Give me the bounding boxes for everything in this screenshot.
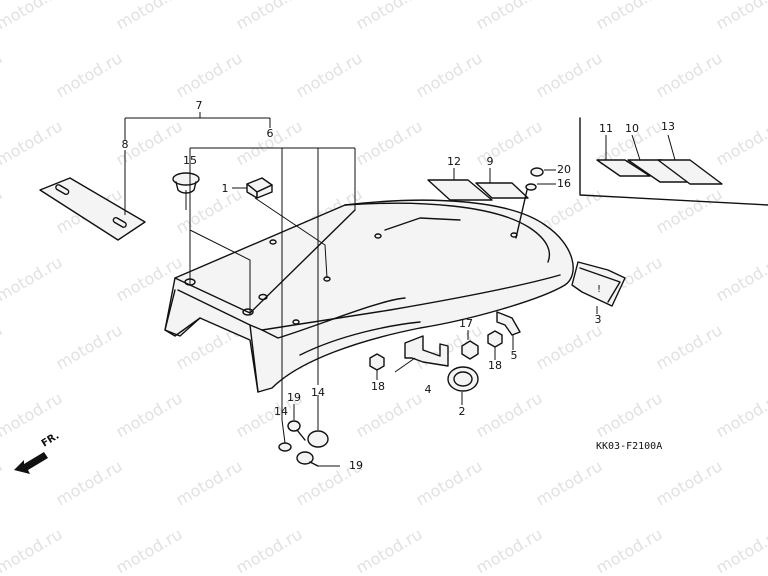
plate-8 bbox=[39, 177, 146, 241]
watermark-text: motod.ru bbox=[473, 116, 546, 169]
callout-13: 13 bbox=[661, 120, 675, 133]
washer-14-left bbox=[278, 442, 292, 452]
watermark-text: motod.ru bbox=[0, 524, 66, 576]
watermark-text: motod.ru bbox=[53, 456, 126, 509]
callout-5: 5 bbox=[511, 349, 518, 362]
callout-16: 16 bbox=[557, 177, 571, 190]
watermark-text: motod.ru bbox=[173, 456, 246, 509]
watermark-text: motod.ru bbox=[0, 184, 6, 237]
watermark-text: motod.ru bbox=[653, 456, 726, 509]
watermark-text: motod.ru bbox=[713, 252, 768, 305]
watermark-text: motod.ru bbox=[353, 388, 426, 441]
watermark-text: motod.ru bbox=[653, 48, 726, 101]
watermark-text: motod.ru bbox=[113, 524, 186, 576]
callout-4: 4 bbox=[425, 383, 432, 396]
callout-labels: 7 8 6 15 1 12 9 20 16 11 10 13 3 17 5 18… bbox=[122, 99, 676, 472]
callout-15: 15 bbox=[183, 154, 197, 167]
callout-11: 11 bbox=[599, 122, 613, 135]
callout-18-right: 18 bbox=[488, 359, 502, 372]
diagram-code: KK03-F2100A bbox=[596, 441, 662, 452]
callout-14-right: 14 bbox=[311, 386, 325, 399]
watermark-text: motod.ru bbox=[413, 48, 486, 101]
watermark-text: motod.ru bbox=[53, 320, 126, 373]
watermark-text: motod.ru bbox=[653, 184, 726, 237]
watermark-text: motod.ru bbox=[113, 388, 186, 441]
watermark-text: motod.ru bbox=[0, 0, 66, 33]
watermark-text: motod.ru bbox=[233, 116, 306, 169]
lamp-2 bbox=[447, 366, 479, 392]
watermark-text: motod.ru bbox=[173, 48, 246, 101]
watermark-text: motod.ru bbox=[713, 0, 768, 33]
callout-20: 20 bbox=[557, 163, 571, 176]
watermark-text: motod.ru bbox=[533, 48, 606, 101]
callout-3: 3 bbox=[595, 313, 602, 326]
bracket-5 bbox=[496, 311, 521, 336]
nut-18-right bbox=[487, 330, 503, 348]
watermark-text: motod.ru bbox=[0, 252, 66, 305]
leader-lines bbox=[124, 112, 676, 467]
nut-17 bbox=[461, 340, 479, 360]
watermark-text: motod.ru bbox=[713, 116, 768, 169]
callout-1: 1 bbox=[222, 182, 229, 195]
callout-19-lower: 19 bbox=[349, 459, 363, 472]
callout-8: 8 bbox=[122, 138, 129, 151]
callout-2: 2 bbox=[459, 405, 466, 418]
watermark-text: motod.ru bbox=[473, 0, 546, 33]
watermark-text: motod.ru bbox=[233, 524, 306, 576]
watermark-text: motod.ru bbox=[713, 388, 768, 441]
watermark-text: motod.ru bbox=[593, 388, 666, 441]
bolt-19-upper bbox=[287, 420, 306, 441]
callout-10: 10 bbox=[625, 122, 639, 135]
watermark-text: motod.ru bbox=[353, 0, 426, 33]
watermark-text: motod.ru bbox=[533, 320, 606, 373]
callout-19-upper: 19 bbox=[287, 391, 301, 404]
cushion-14-right bbox=[307, 430, 329, 448]
rear-fender bbox=[164, 199, 574, 393]
callout-17: 17 bbox=[459, 317, 473, 330]
callout-7: 7 bbox=[196, 99, 203, 112]
strip-12 bbox=[427, 179, 493, 201]
bracket-4 bbox=[404, 335, 449, 367]
strip-9 bbox=[475, 182, 529, 199]
watermark-text: motod.ru bbox=[53, 48, 126, 101]
watermark-text: motod.ru bbox=[533, 456, 606, 509]
callout-12: 12 bbox=[447, 155, 461, 168]
watermark-text: motod.ru bbox=[113, 0, 186, 33]
svg-text:!: ! bbox=[596, 284, 602, 295]
callout-18-left: 18 bbox=[371, 380, 385, 393]
bolt-19-lower bbox=[296, 451, 319, 467]
watermark-text: motod.ru bbox=[473, 388, 546, 441]
bolt-20 bbox=[515, 167, 544, 239]
watermark-text: motod.ru bbox=[0, 48, 6, 101]
nut-18-left bbox=[369, 353, 385, 371]
watermark-text: motod.ru bbox=[593, 0, 666, 33]
watermark-text: motod.ru bbox=[353, 524, 426, 576]
watermark-text: motod.ru bbox=[0, 456, 6, 509]
watermark-text: motod.ru bbox=[653, 320, 726, 373]
callout-14-left: 14 bbox=[274, 405, 288, 418]
watermark-text: motod.ru bbox=[713, 524, 768, 576]
watermark-text: motod.ru bbox=[593, 524, 666, 576]
watermark-text: motod.ru bbox=[353, 116, 426, 169]
front-direction-label: FR. bbox=[40, 430, 62, 449]
watermark-text: motod.ru bbox=[0, 116, 66, 169]
watermark-text: motod.ru bbox=[413, 456, 486, 509]
watermark-text: motod.ru bbox=[293, 48, 366, 101]
connector-1 bbox=[246, 177, 273, 199]
watermark-text: motod.ru bbox=[0, 320, 6, 373]
reflector-3: ! bbox=[571, 261, 626, 307]
watermark-text: motod.ru bbox=[473, 524, 546, 576]
callout-9: 9 bbox=[487, 155, 494, 168]
front-direction-arrow: FR. bbox=[14, 430, 61, 474]
inset-detail bbox=[579, 117, 768, 206]
callout-6: 6 bbox=[267, 127, 274, 140]
watermark-text: motod.ru bbox=[233, 0, 306, 33]
